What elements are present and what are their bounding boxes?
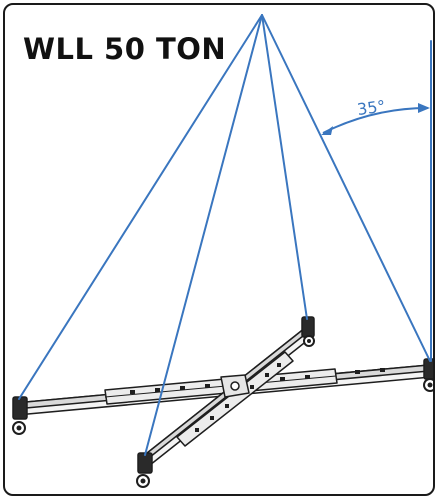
end-fitting-back [301, 316, 315, 347]
sling-lines [18, 14, 432, 456]
spreader-beam [12, 316, 433, 488]
wll-title: WLL 50 TON [23, 32, 227, 66]
end-fitting-front [136, 452, 153, 488]
end-fitting-right [423, 358, 433, 392]
lifting-diagram: 35° [12, 14, 433, 488]
angle-label: 35° [356, 96, 387, 119]
sling-front [144, 14, 263, 456]
sling-left [18, 14, 263, 400]
angle-indicator [321, 103, 430, 135]
diagonal-beam-holes [195, 363, 281, 432]
center-hub [220, 374, 250, 398]
sling-back [261, 14, 308, 320]
angle-arrow-right [418, 103, 430, 113]
diagram-frame: WLL 50 TON [3, 3, 435, 496]
end-fitting-left [12, 396, 28, 435]
angle-arc [322, 107, 429, 134]
angle-arrow-left [321, 126, 333, 135]
sling-right [261, 14, 431, 362]
